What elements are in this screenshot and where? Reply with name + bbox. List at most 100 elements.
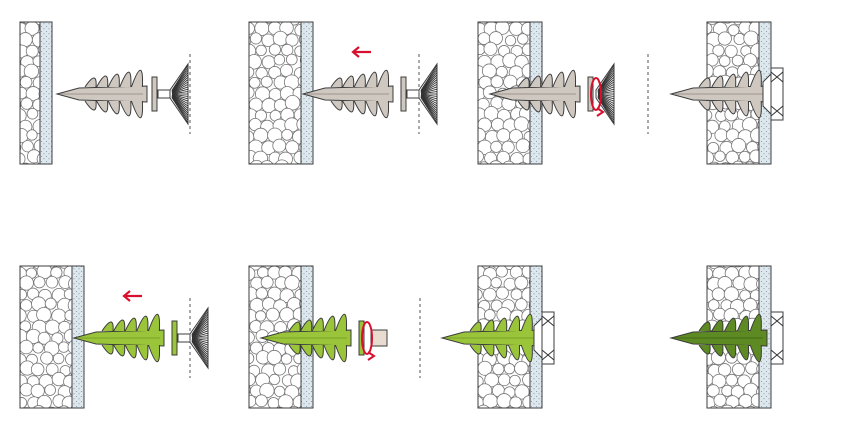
foam-beads [20, 22, 40, 164]
foam-bead [281, 128, 293, 141]
foam-bead [44, 384, 56, 396]
tool-bristle [420, 94, 438, 100]
foam-bead [20, 100, 22, 109]
foam-bead [478, 280, 479, 285]
dowel-thread [101, 321, 114, 355]
foam-insulation [8, 265, 73, 417]
dowel-thread [724, 317, 737, 359]
foam-bead [274, 159, 289, 164]
dowel-thread [495, 317, 508, 359]
dowel-thread [724, 73, 737, 115]
plaster-board [39, 21, 53, 165]
dowel-thread [288, 321, 301, 355]
tool-bristle [420, 88, 438, 94]
drill-bit-tool [157, 62, 189, 126]
foam-bead [731, 138, 747, 153]
foam-bead [509, 396, 522, 408]
foam-bead [731, 362, 745, 377]
foam-bead [292, 395, 301, 408]
tool-bristle [420, 74, 438, 92]
tool-bristle [171, 94, 189, 102]
foam-bead [249, 22, 255, 35]
foam-bead [733, 405, 746, 408]
foam-bead [20, 76, 33, 89]
dowel-thread [136, 315, 149, 361]
foam-insulation [248, 21, 302, 165]
tool-bristle [191, 330, 209, 338]
foam-bead [53, 352, 65, 365]
tool-bristle [420, 81, 438, 93]
tool-bristle [420, 95, 438, 109]
tool-bristle [191, 338, 209, 348]
foam-bead [478, 407, 479, 408]
foam-bead [756, 278, 759, 290]
foam-bead [510, 288, 523, 301]
foam-beads [707, 266, 759, 408]
foam-bead [267, 397, 280, 408]
dowel-thread [323, 315, 336, 361]
dowel [301, 69, 407, 119]
dowel-thread [84, 77, 97, 111]
foam-bead [20, 308, 27, 324]
foam-bead [20, 108, 27, 124]
foam-bead [711, 287, 726, 301]
dowel-collar [151, 76, 158, 112]
step-panel-p1 [19, 21, 191, 165]
foam-bead [465, 98, 476, 109]
foam-bead [744, 161, 755, 164]
foam-bead [280, 353, 293, 365]
foam-bead [36, 394, 52, 408]
foam-bead [33, 276, 46, 289]
foam-bead [521, 43, 530, 56]
dowel-thread [563, 69, 577, 119]
foam-bead [503, 363, 516, 375]
tool-sleeve [370, 329, 388, 347]
foam-bead [249, 159, 264, 164]
foam-bead [724, 44, 738, 58]
foam-bead [530, 408, 541, 419]
foam-bead [61, 395, 72, 408]
tool-bristle [191, 339, 209, 351]
tool-bristle [420, 76, 438, 93]
foam-bead [707, 266, 708, 268]
foam-bead [69, 385, 72, 396]
foam-bead [32, 55, 40, 67]
dowel-thread [736, 71, 750, 117]
foam-bead [20, 152, 26, 164]
foam-bead [249, 352, 255, 365]
dowel-collar [171, 320, 178, 356]
foam-bead [47, 406, 56, 408]
foam-bead [478, 275, 492, 290]
cap-hatching [770, 71, 784, 117]
foam-bead [492, 22, 501, 24]
foam-bead [20, 87, 28, 100]
foam-bead [249, 86, 255, 99]
foam-bead [281, 43, 294, 57]
step-panel-p4 [669, 21, 784, 165]
foam-bead [37, 331, 51, 345]
foam-bead [490, 75, 504, 89]
foam-bead [44, 319, 61, 335]
tool-shank [157, 89, 171, 99]
dowel-thread [311, 317, 324, 359]
foam-bead [707, 299, 720, 311]
foam-bead [32, 342, 44, 354]
foam-bead [20, 364, 22, 374]
foam-bead [285, 53, 298, 66]
drill-bit-tool [406, 62, 438, 126]
rotation-ellipse [361, 321, 373, 355]
cap-hatching [541, 315, 555, 361]
rotation-ellipse [590, 77, 602, 111]
tool-bristle [191, 332, 209, 338]
foam-bead [478, 404, 490, 408]
foam-bead [285, 33, 299, 47]
foam-bead [496, 393, 512, 408]
dowel-thread [517, 77, 530, 111]
foam-bead [8, 405, 20, 417]
foam-bead [296, 117, 301, 132]
tool-bristle [171, 86, 189, 94]
foam-bead [509, 374, 521, 387]
arrow-head [351, 46, 360, 58]
foam-bead [497, 373, 511, 387]
